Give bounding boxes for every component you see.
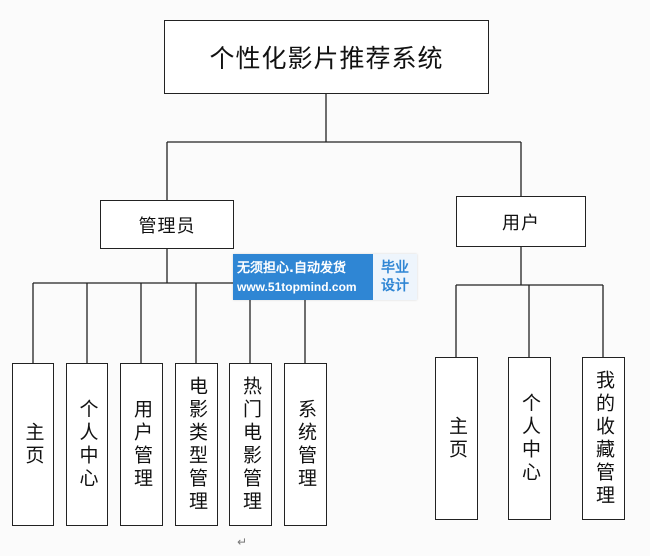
- admin-leaf-personal-center: 个人中心: [66, 363, 108, 526]
- admin-leaf-personal-center-label: 个人中心: [76, 398, 99, 491]
- admin-leaf-movie-type-management-label: 电影类型管理: [186, 375, 208, 514]
- user-leaf-personal-center-label: 个人中心: [519, 392, 541, 485]
- user-leaf-favorites-management: 我的收藏管理: [582, 357, 625, 520]
- admin-leaf-user-management-label: 用户管理: [131, 398, 153, 491]
- admin-leaf-hot-movie-management: 热门电影管理: [229, 363, 272, 526]
- user-leaf-home-label: 主页: [446, 415, 468, 462]
- paragraph-mark-icon: ↵: [237, 535, 248, 549]
- watermark-badge-line1: 毕业: [381, 260, 409, 276]
- admin-leaf-system-management: 系统管理: [284, 363, 327, 526]
- admin-leaf-home-label: 主页: [22, 421, 45, 468]
- watermark-url: www.51topmind.com: [237, 279, 357, 294]
- admin-node-label: 管理员: [138, 215, 196, 237]
- admin-leaf-user-management: 用户管理: [120, 363, 163, 526]
- user-leaf-home: 主页: [435, 357, 478, 520]
- user-node: 用户: [456, 196, 586, 247]
- admin-leaf-movie-type-management: 电影类型管理: [175, 363, 218, 526]
- watermark-banner: 无须担心.自动发货 www.51topmind.com 毕业 设计: [233, 254, 417, 300]
- root-node-label: 个性化影片推荐系统: [209, 44, 444, 73]
- admin-leaf-system-management-label: 系统管理: [295, 398, 317, 491]
- root-node: 个性化影片推荐系统: [164, 20, 489, 94]
- admin-leaf-hot-movie-management-label: 热门电影管理: [240, 375, 262, 514]
- watermark-slogan: 无须担心.自动发货: [237, 260, 346, 276]
- watermark-text-block: 无须担心.自动发货 www.51topmind.com: [233, 254, 373, 300]
- user-leaf-favorites-management-label: 我的收藏管理: [593, 369, 615, 508]
- watermark-badge-line2: 设计: [381, 278, 409, 294]
- user-leaf-personal-center: 个人中心: [508, 357, 551, 520]
- admin-node: 管理员: [100, 200, 234, 249]
- admin-leaf-home: 主页: [12, 363, 54, 526]
- user-node-label: 用户: [502, 212, 540, 234]
- watermark-badge: 毕业 设计: [373, 254, 417, 300]
